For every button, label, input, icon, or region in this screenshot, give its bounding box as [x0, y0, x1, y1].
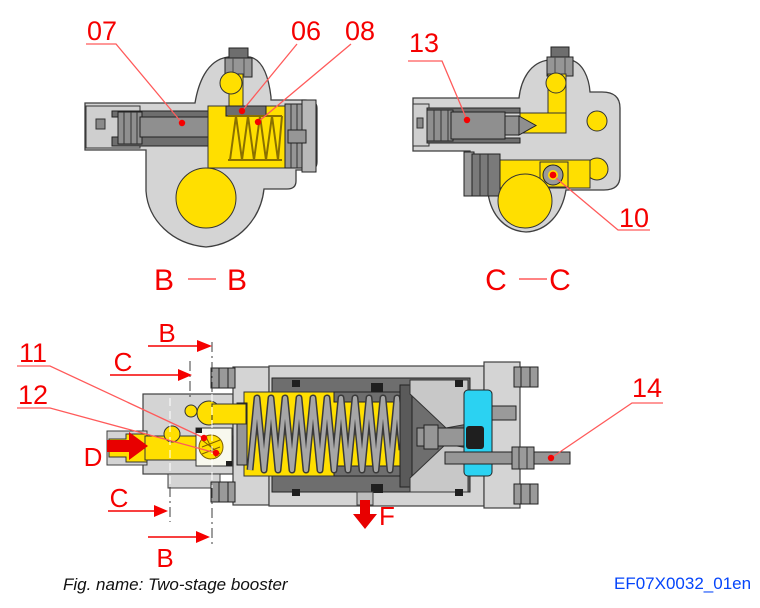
view-section-cc	[412, 46, 621, 233]
section-bb-left-label: B	[154, 264, 174, 297]
annotations	[17, 43, 663, 543]
port-circle-bb	[219, 71, 243, 95]
end-plug-bb	[284, 99, 317, 173]
marker-c-bottom: C	[110, 483, 129, 513]
spool-bore-bb	[85, 105, 223, 149]
piston	[399, 379, 469, 493]
section-cut-lines	[169, 342, 213, 545]
marker-b-top: B	[158, 318, 175, 348]
spring-chamber-bb	[207, 105, 286, 169]
callout-14-label: 14	[632, 373, 662, 403]
callout-07-label: 07	[87, 16, 117, 46]
spool-13	[450, 111, 506, 140]
callout-08-label: 08	[345, 16, 375, 46]
leader-14	[550, 402, 663, 459]
leader-12	[17, 407, 217, 454]
spool-tip-13	[518, 115, 538, 136]
marker-f-outlet: F	[379, 501, 395, 531]
lower-valve-cc	[463, 151, 591, 197]
section-bb-right-label: B	[227, 264, 247, 297]
port-circle-cc	[545, 72, 567, 94]
leader-11	[17, 365, 205, 439]
view-main-longitudinal	[106, 361, 571, 509]
leader-07	[86, 43, 183, 124]
section-arrows	[108, 340, 212, 543]
callout-10-label: 10	[619, 203, 649, 233]
main-spring	[246, 394, 406, 474]
port-upper-cc	[586, 110, 608, 132]
marker-c-top: C	[114, 347, 133, 377]
callout-06-label: 06	[291, 16, 321, 46]
flange-bolts	[210, 366, 539, 505]
rod-stop	[466, 426, 484, 449]
document-id: EF07X0032_01en	[614, 574, 751, 593]
spool-bore-cc	[412, 103, 538, 147]
marker-b-bottom: B	[156, 543, 173, 573]
spring-seat-plate	[236, 402, 248, 466]
figure-caption: Fig. name: Two-stage booster	[63, 575, 289, 594]
output-rod-14	[444, 451, 571, 465]
top-bolt-cc	[546, 46, 574, 77]
leader-13	[408, 60, 468, 121]
outlet-arrow-f	[353, 500, 377, 529]
inlet-arrow-d	[107, 432, 148, 460]
view-section-bb	[84, 47, 318, 248]
leader-08	[257, 43, 352, 123]
callout-13-label: 13	[409, 28, 439, 58]
section-cc-left-label: C	[485, 264, 507, 297]
big-port-cc	[497, 173, 553, 229]
marker-d-inlet: D	[84, 442, 103, 472]
spring-08	[229, 115, 283, 161]
first-stage-valve	[195, 427, 233, 467]
seals	[292, 380, 463, 496]
section-cc-right-label: C	[549, 264, 571, 297]
leader-dots	[178, 107, 557, 462]
callout-12-label: 12	[18, 380, 48, 410]
leader-10	[555, 177, 650, 231]
big-port-bb	[175, 167, 237, 229]
leader-06	[241, 43, 298, 112]
callout-11-label: 11	[19, 338, 47, 368]
